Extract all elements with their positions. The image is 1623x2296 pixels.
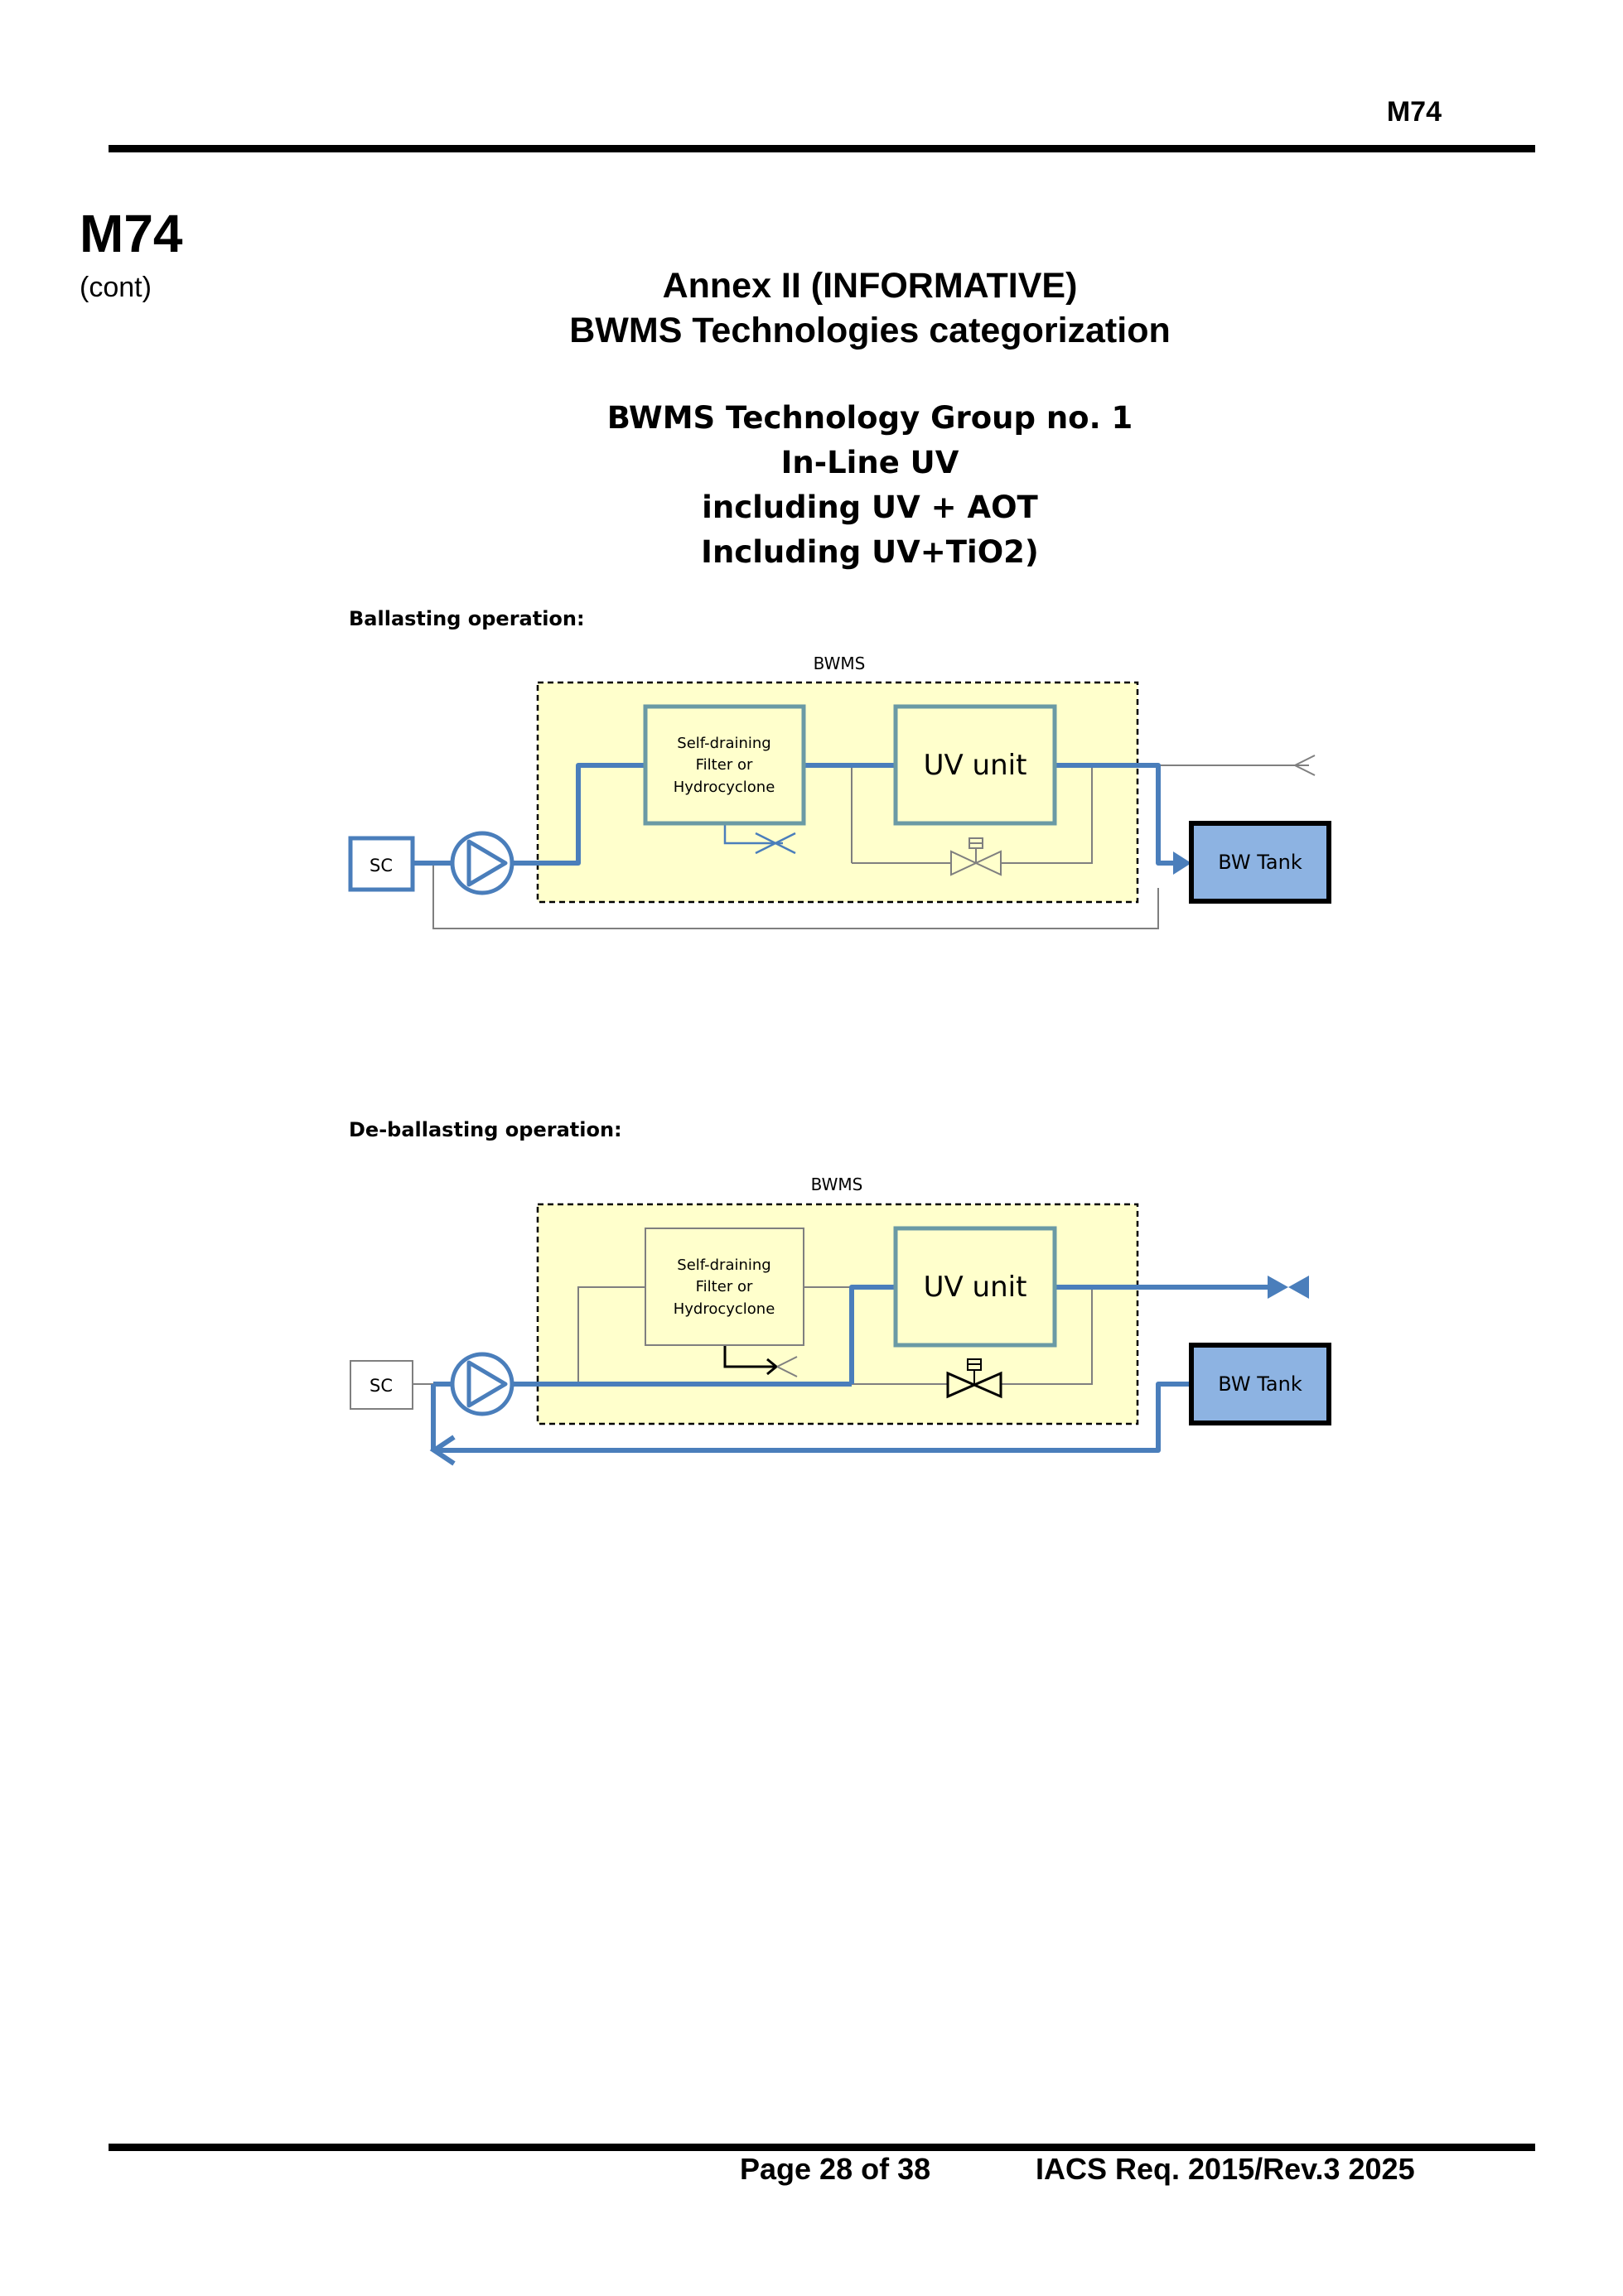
uv-unit-label: UV unit — [924, 1271, 1027, 1304]
group-line-4: Including UV+TiO2) — [701, 534, 1039, 570]
filter-label-1: Self-draining — [677, 1257, 770, 1274]
ballast-uv-unit-box — [893, 704, 1057, 826]
ballasting-heading: Ballasting operation: — [349, 607, 585, 630]
overboard-icon — [1288, 1276, 1309, 1299]
pump-icon — [450, 1352, 514, 1416]
filter-label-1: Self-draining — [677, 735, 770, 752]
flow-arrow-icon — [1173, 851, 1191, 875]
sea-chest-box — [350, 1360, 413, 1410]
sc-label: SC — [370, 856, 393, 875]
open-end-symbol — [1292, 755, 1316, 776]
bw-tank-box — [1189, 1343, 1331, 1425]
sc-label: SC — [370, 1376, 393, 1396]
group-line-2: In-Line UV — [780, 445, 959, 480]
bwms-label: BWMS — [814, 654, 866, 673]
header-rule — [109, 145, 1535, 152]
side-code: M74 — [80, 204, 183, 263]
header-code: M74 — [1386, 96, 1442, 128]
bw-tank-label: BW Tank — [1218, 851, 1302, 874]
annex-title: Annex II (INFORMATIVE) — [662, 266, 1078, 306]
deballast-uv-unit-box — [893, 1226, 1057, 1348]
annex-subtitle: BWMS Technologies categorization — [569, 311, 1171, 350]
return-arrow-icon — [429, 1435, 456, 1466]
bw-tank-box — [1189, 821, 1331, 904]
deballasting-heading: De-ballasting operation: — [349, 1118, 622, 1141]
filter-label-3: Hydrocyclone — [674, 779, 775, 796]
side-cont: (cont) — [80, 272, 152, 303]
footer-page: Page 28 of 38 — [740, 2152, 931, 2186]
drain-valve-icon — [755, 832, 796, 855]
ballasting-diagram: BWMS Self-draining Filter or Hydrocyclon… — [348, 654, 1331, 929]
filter-label-3: Hydrocyclone — [674, 1300, 775, 1318]
sea-chest-box — [348, 836, 415, 892]
bw-tank-label: BW Tank — [1218, 1372, 1302, 1396]
bypass-valve-icon — [946, 1358, 1002, 1399]
ballast-filter-box — [643, 704, 806, 826]
group-title: BWMS Technology Group no. 1 — [606, 400, 1133, 436]
deballasting-diagram: BWMS Self-draining Filter or Hydrocyclon… — [350, 1175, 1331, 1466]
pump-icon — [450, 831, 514, 895]
bypass-valve-icon — [950, 837, 1002, 876]
group-line-3: including UV + AOT — [702, 490, 1038, 525]
footer-rule — [109, 2144, 1535, 2151]
uv-unit-label: UV unit — [924, 749, 1027, 782]
drain-valve-icon — [776, 1356, 798, 1377]
deballast-filter-box — [645, 1228, 804, 1346]
outlet-arrow-icon — [1268, 1276, 1288, 1299]
bwms-label: BWMS — [811, 1175, 863, 1194]
filter-label-2: Filter or — [696, 756, 753, 774]
footer-ref: IACS Req. 2015/Rev.3 2025 — [1036, 2152, 1415, 2186]
filter-label-2: Filter or — [696, 1278, 753, 1295]
